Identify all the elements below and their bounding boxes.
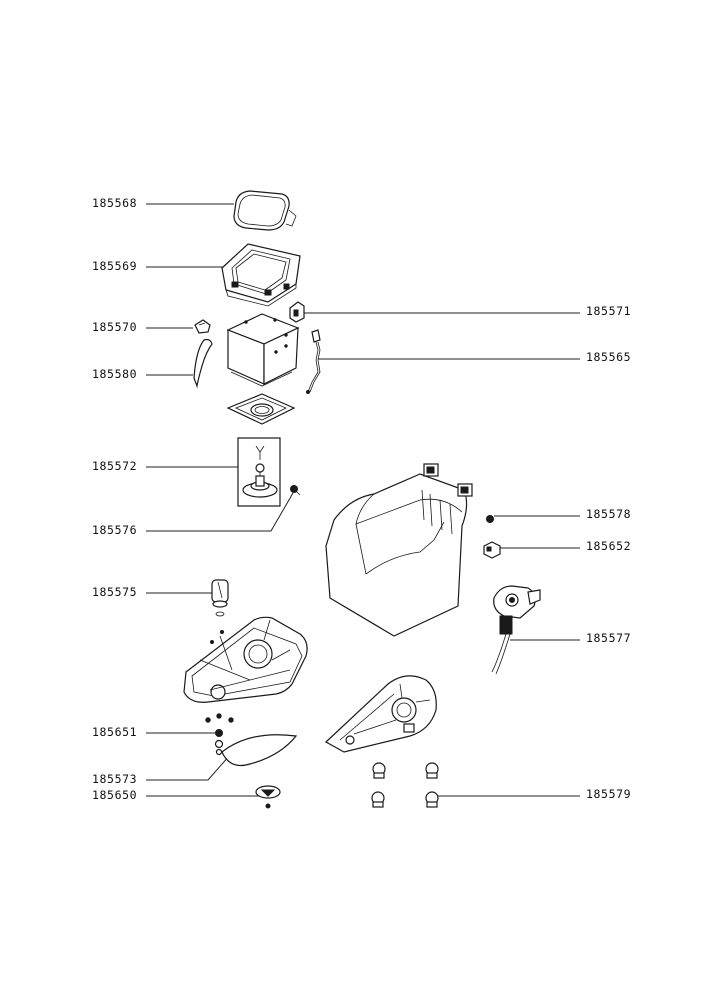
foot-3 bbox=[371, 791, 385, 808]
foot-4 bbox=[425, 791, 439, 808]
leader-185573 bbox=[146, 754, 231, 781]
part-185577-power-cord bbox=[491, 585, 541, 675]
part-label-185571: 185571 bbox=[586, 304, 632, 318]
foot-1 bbox=[372, 762, 386, 779]
part-label-185652: 185652 bbox=[586, 539, 632, 553]
part-label-185568: 185568 bbox=[92, 196, 138, 210]
part-185569-window-frame bbox=[221, 243, 301, 307]
part-label-185570: 185570 bbox=[92, 320, 138, 334]
part-185575-knob bbox=[211, 579, 229, 617]
part-label-185573: 185573 bbox=[92, 772, 138, 786]
part-185650-foot bbox=[255, 785, 281, 809]
leader-185576 bbox=[146, 492, 294, 532]
leader-lines bbox=[146, 203, 580, 797]
foot-2 bbox=[425, 762, 439, 779]
part-label-185569: 185569 bbox=[92, 259, 138, 273]
part-185579-feet bbox=[371, 762, 439, 808]
part-185580-strip bbox=[193, 338, 213, 389]
part-label-185577: 185577 bbox=[586, 631, 632, 645]
part-label-185576: 185576 bbox=[92, 523, 138, 537]
part-base-tray-left bbox=[183, 616, 308, 703]
part-185572-motor-kit bbox=[237, 437, 281, 507]
part-label-185579: 185579 bbox=[586, 787, 632, 801]
part-label-185575: 185575 bbox=[92, 585, 138, 599]
part-185565-sensor-wire bbox=[306, 329, 321, 394]
part-base-plate-right bbox=[324, 675, 437, 753]
part-185571-clip bbox=[289, 301, 305, 323]
part-base-plate bbox=[226, 393, 296, 425]
part-185578-screw bbox=[486, 515, 494, 523]
part-185570-clip bbox=[194, 319, 211, 334]
part-fasteners bbox=[205, 713, 234, 756]
part-label-185650: 185650 bbox=[92, 788, 138, 802]
part-label-185572: 185572 bbox=[92, 459, 138, 473]
part-housing-cube bbox=[226, 313, 300, 387]
part-185573-gasket bbox=[221, 734, 298, 767]
part-label-185580: 185580 bbox=[92, 367, 138, 381]
part-185652-connector bbox=[483, 541, 501, 559]
part-main-bowl bbox=[325, 463, 473, 637]
part-label-185651: 185651 bbox=[92, 725, 138, 739]
part-185576-screw bbox=[290, 485, 301, 496]
part-185568-lid-frame bbox=[233, 190, 297, 231]
part-label-185565: 185565 bbox=[586, 350, 632, 364]
part-label-185578: 185578 bbox=[586, 507, 632, 521]
